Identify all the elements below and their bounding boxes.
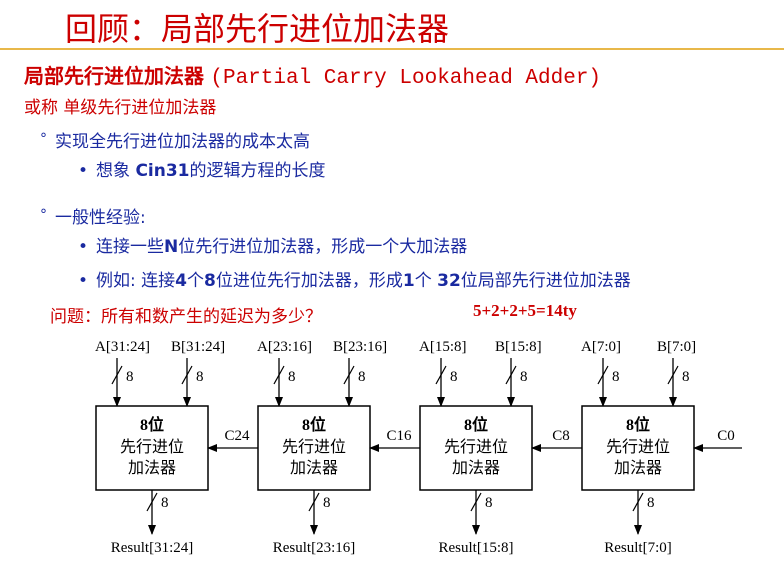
input-a-label: A[23:16] — [257, 339, 312, 355]
bus-width-label: 8 — [358, 369, 366, 385]
bold-term: N — [164, 237, 179, 257]
bus-width-label: 8 — [485, 495, 493, 511]
result-label: Result[7:0] — [604, 540, 672, 556]
rich-text: 例如: 连接4个8位进位先行加法器，形成1个 32位局部先行进位加法器 — [96, 271, 631, 291]
rich-text: 连接一些N位先行进位加法器，形成一个大加法器 — [96, 237, 467, 257]
bus-width-label: 8 — [161, 495, 169, 511]
alias-line: 或称 单级先行进位加法器 — [24, 98, 217, 118]
adder-line-1: 8位 — [140, 415, 164, 434]
carry-label: C0 — [717, 428, 735, 444]
bus-slash — [667, 365, 679, 385]
input-b-label: B[15:8] — [495, 339, 542, 355]
degree-bullet: ° — [40, 207, 47, 223]
subtitle: 局部先行进位加法器 (Partial Carry Lookahead Adder… — [24, 60, 601, 90]
subtitle-en: (Partial Carry Lookahead Adder) — [210, 67, 602, 90]
bus-slash — [470, 492, 482, 512]
point-1-text: 实现全先行进位加法器的成本太高 — [55, 132, 310, 152]
bus-slash — [308, 492, 320, 512]
text-run: 想象 — [96, 161, 136, 181]
text-run: 的逻辑方程的长度 — [189, 161, 326, 181]
subtitle-zh: 局部先行进位加法器 — [24, 64, 204, 88]
text-run: 个 — [414, 271, 438, 291]
adder-line-2: 先行进位 — [282, 438, 346, 456]
point-2-sub-2: •例如: 连接4个8位进位先行加法器，形成1个 32位局部先行进位加法器 — [78, 266, 631, 291]
result-label: Result[31:24] — [111, 540, 194, 556]
carry-label: C8 — [552, 428, 570, 444]
adder-line-1: 8位 — [464, 415, 488, 434]
bus-slash — [146, 492, 158, 512]
degree-bullet: ° — [40, 131, 47, 147]
point-2: ° 一般性经验: — [40, 203, 146, 228]
input-b-label: B[31:24] — [171, 339, 225, 355]
input-b-label: B[7:0] — [657, 339, 696, 355]
bold-term: Cin31 — [135, 161, 190, 181]
bus-width-label: 8 — [323, 495, 331, 511]
bus-slash — [273, 365, 285, 385]
bold-term: 8 — [204, 271, 216, 291]
bus-slash — [111, 365, 123, 385]
input-b-label: B[23:16] — [333, 339, 387, 355]
bus-slash — [181, 365, 193, 385]
bus-width-label: 8 — [647, 495, 655, 511]
bold-term: 1 — [402, 271, 415, 291]
bus-width-label: 8 — [196, 369, 204, 385]
adder-line-1: 8位 — [626, 415, 650, 434]
adder-line-3: 加法器 — [290, 459, 338, 477]
bus-width-label: 8 — [288, 369, 296, 385]
bold-term: 4 — [175, 271, 188, 291]
bus-width-label: 8 — [682, 369, 690, 385]
adder-line-2: 先行进位 — [444, 438, 508, 456]
point-2-text: 一般性经验: — [55, 208, 146, 228]
dot-bullet: • — [78, 161, 89, 181]
result-label: Result[15:8] — [439, 540, 514, 556]
adder-block — [95, 405, 209, 491]
adder-line-3: 加法器 — [128, 459, 176, 477]
point-1: ° 实现全先行进位加法器的成本太高 — [40, 127, 310, 152]
bus-slash — [343, 365, 355, 385]
bus-slash — [597, 365, 609, 385]
input-a-label: A[7:0] — [581, 339, 621, 355]
answer: 5+2+2+5=14ty — [473, 301, 577, 320]
title-divider — [0, 48, 784, 50]
carry-label: C24 — [224, 428, 250, 444]
text-run: 位先行进位加法器，形成一个大加法器 — [178, 237, 468, 257]
dot-bullet: • — [78, 237, 89, 257]
bus-width-label: 8 — [612, 369, 620, 385]
adder-line-3: 加法器 — [452, 459, 500, 477]
point-2-sub-1: • 连接一些N位先行进位加法器，形成一个大加法器 — [78, 232, 467, 257]
question: 问题：所有和数产生的延迟为多少？ — [50, 307, 322, 327]
bus-slash — [632, 492, 644, 512]
point-1-sub-1: • 想象 Cin31的逻辑方程的长度 — [78, 156, 326, 181]
bus-width-label: 8 — [126, 369, 134, 385]
text-run: 位进位先行加法器，形成 — [215, 271, 403, 291]
slide-title: 回顾：局部先行进位加法器 — [65, 10, 450, 48]
result-label: Result[23:16] — [273, 540, 356, 556]
text-run: 连接一些 — [96, 237, 165, 257]
adder-line-3: 加法器 — [614, 459, 662, 477]
text-run: 位局部先行进位加法器 — [460, 271, 631, 291]
text-run: 例如: 连接 — [96, 271, 176, 291]
bold-term: 32 — [437, 271, 461, 291]
adder-block — [419, 405, 533, 491]
bus-width-label: 8 — [450, 369, 458, 385]
input-a-label: A[31:24] — [95, 339, 150, 355]
adder-block — [257, 405, 371, 491]
rich-text: 想象 Cin31的逻辑方程的长度 — [96, 161, 325, 181]
adder-line-1: 8位 — [302, 415, 326, 434]
carry-label: C16 — [386, 428, 412, 444]
text-run: 个 — [187, 271, 205, 291]
bus-slash — [435, 365, 447, 385]
dot-bullet: • — [78, 271, 89, 291]
adder-block — [581, 405, 695, 491]
adder-line-2: 先行进位 — [120, 438, 184, 456]
input-a-label: A[15:8] — [419, 339, 467, 355]
bus-width-label: 8 — [520, 369, 528, 385]
bus-slash — [505, 365, 517, 385]
adder-line-2: 先行进位 — [606, 438, 670, 456]
